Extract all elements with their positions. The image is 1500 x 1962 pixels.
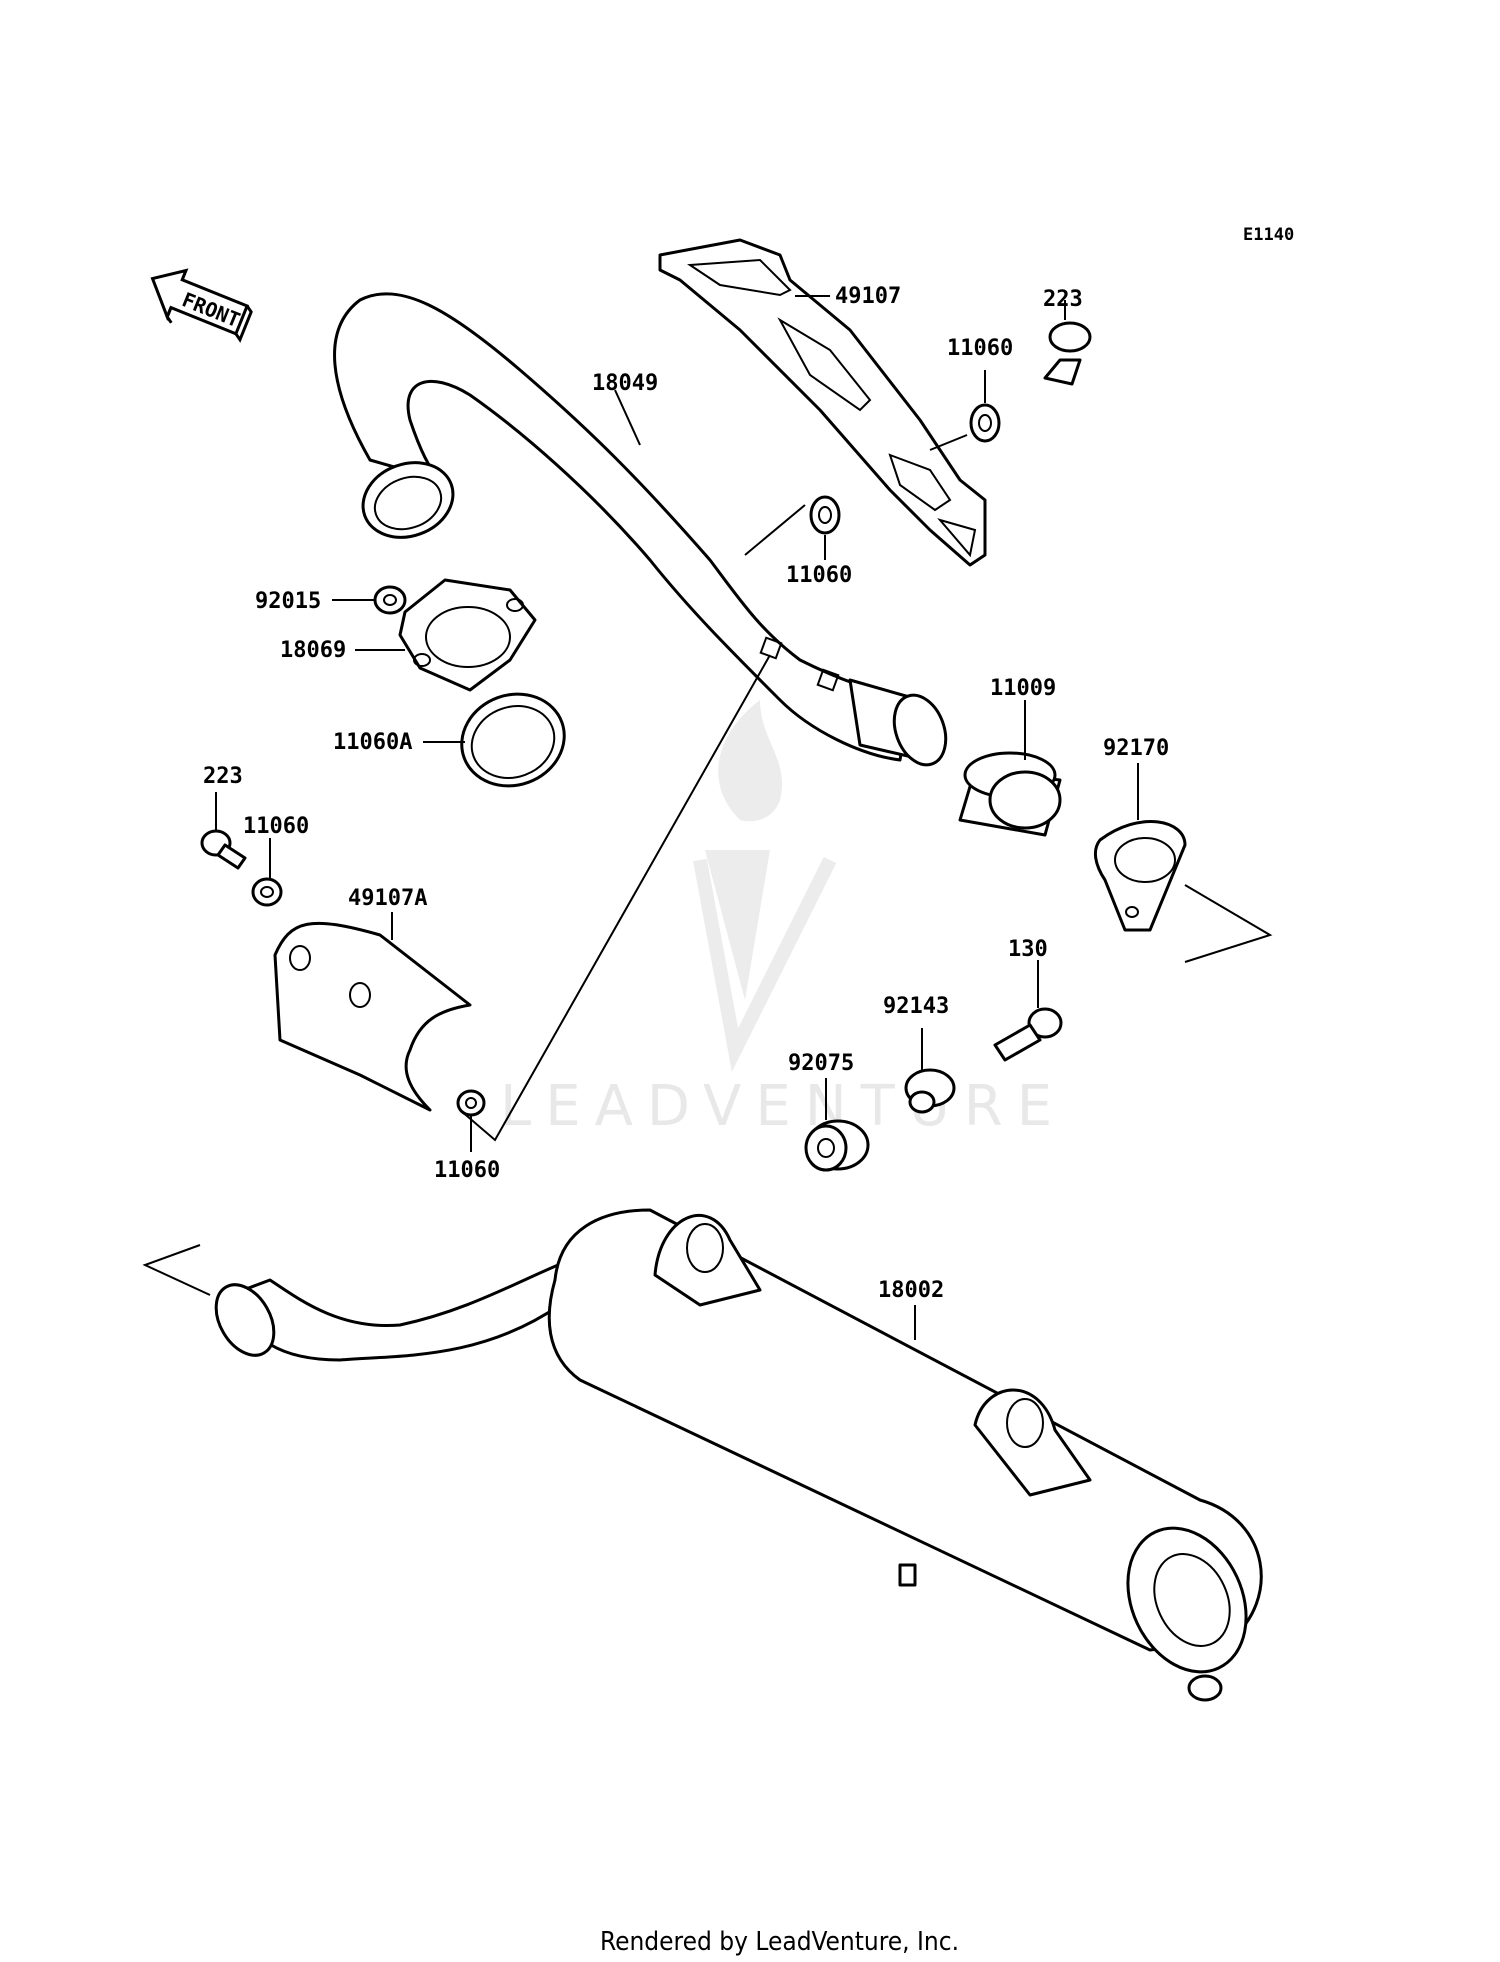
label-11060-bottom: 11060 (434, 1158, 500, 1183)
label-223-left: 223 (203, 764, 243, 789)
label-18069: 18069 (280, 638, 346, 663)
gasket-11060A (460, 692, 566, 788)
nut-92015 (373, 585, 407, 615)
heat-guard-49107A (273, 921, 472, 1112)
collar-92143 (904, 1068, 956, 1114)
label-18002: 18002 (878, 1278, 944, 1303)
diagram-code: E1140 (1243, 225, 1294, 245)
heat-guard-49107 (658, 238, 987, 567)
washer-11060-top (969, 403, 1001, 443)
label-11060A: 11060A (333, 730, 412, 755)
leadventure-watermark: LEADVENTURE (500, 700, 1066, 1139)
label-11060-top: 11060 (947, 336, 1013, 361)
label-49107: 49107 (835, 284, 901, 309)
header-pipe-18049 (333, 292, 948, 767)
watermark-text: LEADVENTURE (500, 1074, 1066, 1139)
label-11060-left: 11060 (243, 814, 309, 839)
washer-11060-left (251, 877, 283, 907)
label-92015: 92015 (255, 589, 321, 614)
footer-credit: Rendered by LeadVenture, Inc. (600, 1927, 959, 1957)
clamp-connection-line (1184, 884, 1273, 963)
clamp-92170 (1093, 820, 1187, 932)
bolt-130 (993, 1007, 1063, 1062)
flange-18069 (398, 578, 537, 692)
label-223-top: 223 (1043, 287, 1083, 312)
label-49107A: 49107A (348, 886, 427, 911)
label-92170: 92170 (1103, 736, 1169, 761)
bolt-223-left (200, 829, 247, 870)
label-11060-mid: 11060 (786, 563, 852, 588)
part-labels: 49107 223 11060 18049 11060 92015 18069 … (203, 284, 1169, 1303)
bolt-223-top (1043, 321, 1092, 386)
label-130: 130 (1008, 937, 1048, 962)
washer-11060-mid (809, 495, 841, 535)
label-11009: 11009 (990, 676, 1056, 701)
label-92143: 92143 (883, 994, 949, 1019)
sleeve-11009 (958, 751, 1062, 837)
leader-lines (215, 295, 1139, 1340)
label-92075: 92075 (788, 1051, 854, 1076)
label-18049: 18049 (592, 371, 658, 396)
muffler-18002 (142, 1208, 1263, 1702)
front-arrow: FRONT (150, 268, 253, 343)
grommet-92075 (804, 1119, 870, 1172)
